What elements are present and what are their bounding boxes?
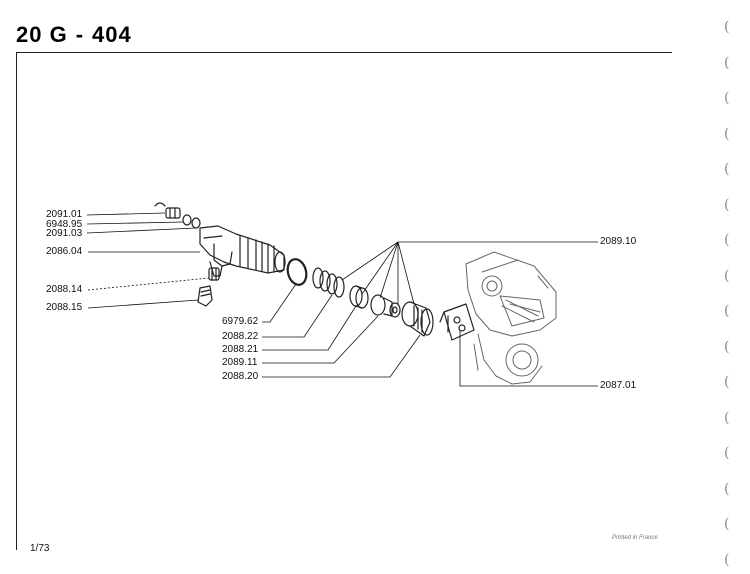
binding-hole: ( — [724, 303, 730, 319]
label-2088-15: 2088.15 — [46, 302, 83, 313]
label-2088-21: 2088.21 — [222, 344, 259, 355]
title-model: 404 — [92, 22, 132, 47]
label-2086-04: 2086.04 — [46, 246, 83, 257]
binding-hole: ( — [724, 551, 730, 568]
label-2088-20: 2088.20 — [222, 371, 259, 382]
binding-hole: ( — [724, 409, 730, 426]
binding-hole: ( — [724, 267, 730, 284]
binding-hole: ( — [724, 196, 730, 213]
leader-2089-10-fan-b — [361, 241, 399, 295]
label-2088-14: 2088.14 — [46, 284, 83, 295]
cap-2088-20 — [401, 301, 434, 337]
label-2089-10: 2089.10 — [600, 236, 637, 247]
binding-hole: ( — [724, 90, 730, 106]
leader-2089-10-fan-e — [397, 241, 415, 305]
leader-2088-15 — [87, 299, 199, 309]
leader-6979-62 — [262, 283, 297, 323]
binding-hole: ( — [724, 54, 730, 71]
label-6979-62: 6979.62 — [222, 316, 259, 327]
leader-2089-11 — [262, 315, 379, 364]
leader-2088-14 — [87, 277, 210, 291]
frame-left-rule — [16, 52, 17, 550]
binding-hole: ( — [724, 445, 730, 461]
leader-2088-22 — [262, 294, 333, 338]
valve-2089-11 — [370, 294, 401, 318]
page-reference: 1/73 — [30, 543, 50, 554]
leader-2088-20 — [262, 334, 421, 378]
spring-2088-22 — [312, 267, 345, 298]
title-separator: - — [75, 22, 85, 47]
cylinder-body-2086-04 — [199, 225, 286, 277]
vehicle-context-outline — [465, 251, 557, 385]
label-2089-11: 2089.11 — [222, 357, 258, 368]
fitting-2091-01 — [154, 202, 181, 219]
binding-hole: ( — [724, 374, 730, 390]
page-title: 20 G-404 — [16, 22, 132, 48]
frame-top-rule — [16, 52, 672, 53]
leader-2091-03 — [86, 227, 197, 234]
leader-2089-10-fan-a — [341, 241, 399, 281]
binding-hole: ( — [724, 161, 730, 177]
binding-hole: ( — [724, 232, 730, 248]
binding-hole: ( — [724, 516, 730, 532]
part-2088-14 — [208, 267, 220, 281]
washer-6948-95 — [182, 214, 201, 229]
label-2091-03: 2091.03 — [46, 228, 83, 239]
leader-2089-10-fan-c — [379, 241, 399, 299]
o-ring-6979-62 — [286, 258, 308, 286]
leader-2088-21 — [262, 305, 357, 351]
title-group: 20 G — [16, 22, 68, 47]
label-2091-01: 2091.01 — [46, 209, 83, 220]
label-6948-95: 6948.95 — [46, 219, 83, 230]
printed-in-france: Printed in France — [612, 535, 658, 541]
binding-hole: ( — [724, 19, 730, 35]
leader-6948-95 — [86, 221, 184, 225]
leader-2087-01 — [459, 330, 598, 387]
label-2088-22: 2088.22 — [222, 331, 259, 342]
part-2088-15 — [197, 285, 213, 307]
label-2087-01: 2087.01 — [600, 380, 637, 391]
binding-hole: ( — [724, 125, 730, 142]
binding-hole: ( — [724, 338, 730, 355]
leader-2091-01 — [86, 212, 166, 216]
binding-hole: ( — [724, 480, 730, 497]
bracket-2087-01 — [439, 303, 475, 341]
